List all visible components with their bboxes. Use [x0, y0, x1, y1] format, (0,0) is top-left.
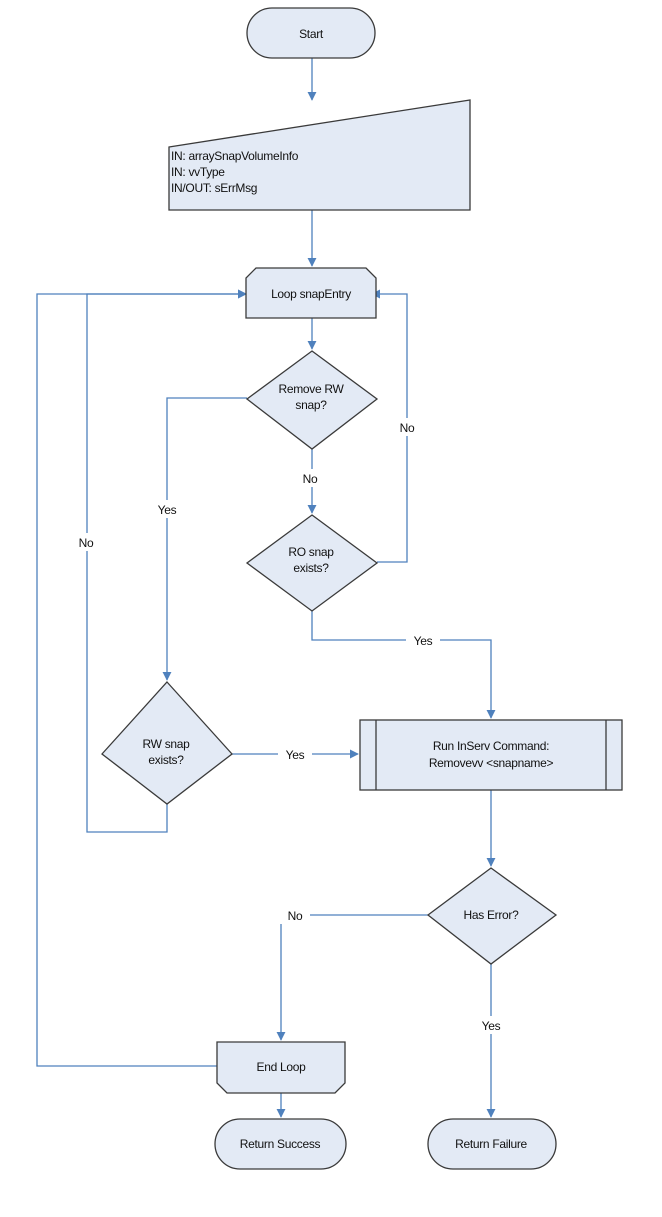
node-run-command-line-1: Run InServ Command:	[433, 739, 549, 753]
node-remove-rw-line-1: Remove RW	[278, 382, 344, 396]
edge-labels: Yes No No Yes Yes No No Yes	[72, 418, 508, 1034]
node-rw-exists-decision: RW snap exists?	[101, 681, 233, 805]
node-end-loop-label: End Loop	[257, 1060, 307, 1074]
label-rw-exists-yes: Yes	[286, 748, 305, 762]
node-input-line-1: IN: arraySnapVolumeInfo	[171, 149, 299, 163]
node-rw-exists-line-1: RW snap	[142, 737, 190, 751]
edge-has-error-no	[276, 914, 428, 1041]
node-input-params: IN: arraySnapVolumeInfo IN: vvType IN/OU…	[168, 99, 471, 211]
node-has-error-label: Has Error?	[463, 908, 519, 922]
node-ro-exists-line-2: exists?	[293, 561, 329, 575]
node-return-success: Return Success	[214, 1118, 347, 1170]
node-ro-exists-line-1: RO snap	[288, 545, 334, 559]
label-ro-exists-yes: Yes	[414, 634, 433, 648]
edge-remove-rw-yes	[162, 397, 247, 681]
node-start: Start	[246, 7, 376, 59]
label-remove-rw-no: No	[303, 472, 318, 486]
node-return-failure: Return Failure	[427, 1118, 557, 1170]
label-rw-exists-no: No	[79, 536, 94, 550]
node-return-success-label: Return Success	[240, 1137, 321, 1151]
label-has-error-no: No	[288, 909, 303, 923]
node-loop-start: Loop snapEntry	[245, 267, 377, 319]
node-input-line-3: IN/OUT: sErrMsg	[171, 181, 257, 195]
node-start-label: Start	[299, 27, 324, 41]
node-return-failure-label: Return Failure	[455, 1137, 527, 1151]
label-has-error-yes: Yes	[482, 1019, 501, 1033]
node-input-line-2: IN: vvType	[171, 165, 225, 179]
node-rw-exists-line-2: exists?	[148, 753, 184, 767]
node-has-error-decision: Has Error?	[426, 867, 558, 965]
label-remove-rw-yes: Yes	[158, 503, 177, 517]
edge-end-loop-back	[36, 289, 247, 1067]
edge-ro-exists-yes	[311, 611, 496, 719]
node-loop-start-label: Loop snapEntry	[271, 287, 351, 301]
node-ro-exists-decision: RO snap exists?	[245, 514, 379, 612]
node-remove-rw-decision: Remove RW snap?	[245, 350, 379, 450]
node-run-command: Run InServ Command: Removevv <snapname>	[359, 719, 623, 791]
edges	[36, 58, 496, 1118]
node-end-loop: End Loop	[216, 1041, 346, 1094]
label-ro-exists-no: No	[400, 421, 415, 435]
node-remove-rw-line-2: snap?	[295, 398, 327, 412]
node-run-command-line-2: Removevv <snapname>	[429, 756, 554, 770]
